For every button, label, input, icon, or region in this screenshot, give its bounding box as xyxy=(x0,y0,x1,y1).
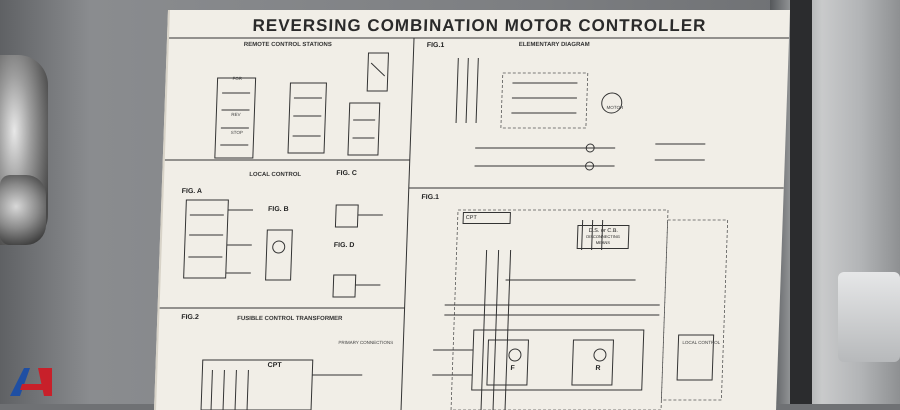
fig2-drawing xyxy=(200,359,363,410)
fig2-header: FUSIBLE CONTROL TRANSFORMER xyxy=(237,316,343,322)
remote-label-stop: STOP xyxy=(230,130,243,135)
remote-label-for: FOR xyxy=(232,76,243,81)
local-control-note: LOCAL CONTROL xyxy=(682,340,721,345)
remote-label-rev: REV xyxy=(231,112,241,117)
motor-label: MOTOR xyxy=(606,105,624,110)
wiring-diagram-sheet: REVERSING COMBINATION MOTOR CONTROLLER R… xyxy=(154,10,791,410)
door-rail xyxy=(790,0,812,404)
forward-contactor-label: F xyxy=(510,365,515,372)
elementary-diagram-drawing xyxy=(455,58,706,171)
remote-stations-drawing xyxy=(214,52,390,159)
fig2-label: FIG.2 xyxy=(181,314,199,321)
door-latch xyxy=(838,272,900,362)
hinge-bolt xyxy=(0,175,46,245)
reverse-contactor-label: R xyxy=(595,365,601,372)
watermark-logo xyxy=(10,368,52,396)
wiring-diagram-drawing xyxy=(432,209,729,410)
local-control-drawing xyxy=(183,199,383,298)
section-dividers xyxy=(159,37,790,410)
